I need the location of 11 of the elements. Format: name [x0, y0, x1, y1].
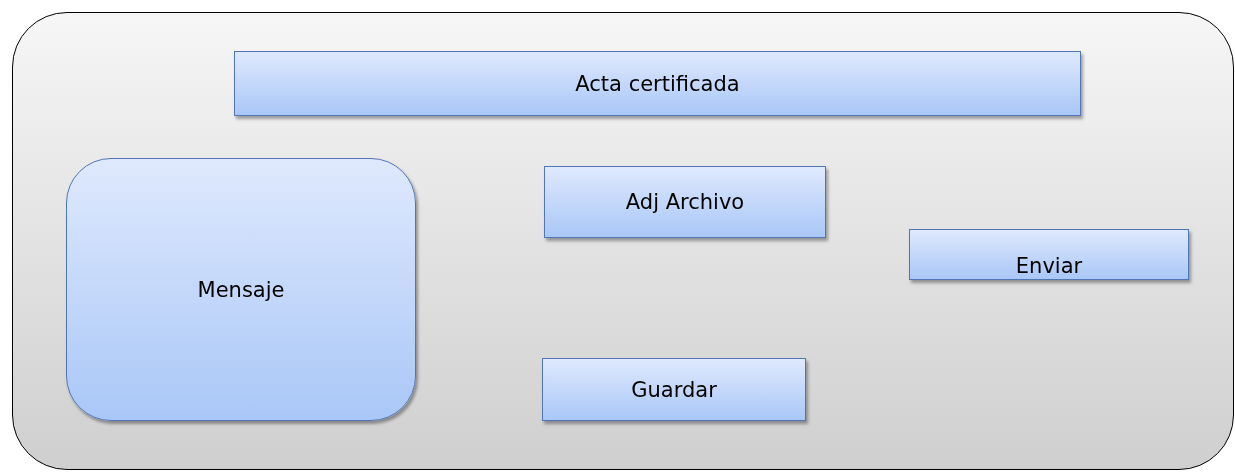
process-box [234, 51, 1081, 116]
box-label: Guardar [631, 377, 717, 402]
process-box [544, 166, 826, 238]
box-label: Adj Archivo [625, 190, 745, 214]
process-box [542, 358, 806, 421]
box-label: Enviar [1015, 254, 1083, 279]
process-box [909, 229, 1189, 280]
rounded-panel [12, 12, 1234, 470]
rounded-process-box [66, 158, 416, 421]
box-label: Acta certificada [575, 71, 740, 96]
box-label: Mensaje [197, 277, 285, 302]
